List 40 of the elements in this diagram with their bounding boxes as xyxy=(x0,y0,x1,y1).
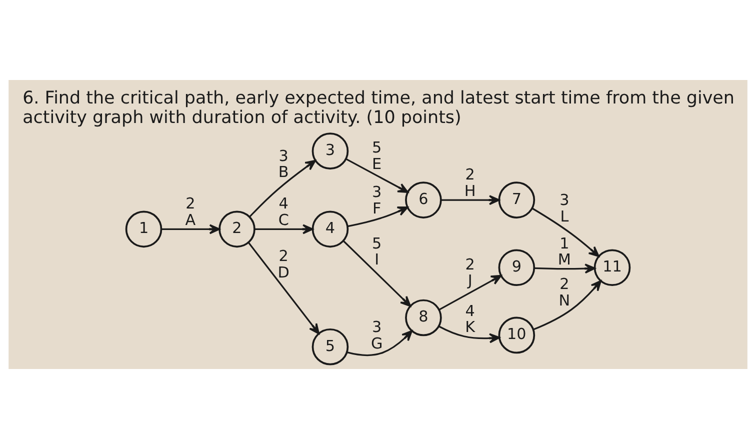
diagram-title: 6. Find the critical path, early expected time, and latest start time from the given activity graph with duration of activity. (10 points) xyxy=(22,88,735,128)
edge-label: 2 A xyxy=(185,194,196,228)
arrow xyxy=(532,207,600,256)
arrow xyxy=(343,240,412,306)
node-circle: 5 xyxy=(312,328,349,365)
arrow xyxy=(438,325,500,343)
edge-label: 1 M xyxy=(558,234,571,268)
edge-label: 4 C xyxy=(278,194,289,228)
arrow xyxy=(438,274,502,310)
arrow xyxy=(533,280,602,330)
edge-label: 2 H xyxy=(464,165,476,200)
node-circle: 1 xyxy=(125,210,162,248)
arrow xyxy=(534,263,596,274)
edge-label: 3 G xyxy=(370,318,383,352)
edge-label: 3 L xyxy=(560,190,570,225)
edge-label: 3 F xyxy=(372,182,382,217)
node-circle: 6 xyxy=(405,181,442,218)
edge-label: 4 K xyxy=(465,301,476,336)
edge-label: 2 D xyxy=(278,246,290,281)
arrow xyxy=(254,224,314,234)
node-circle: 7 xyxy=(498,181,536,218)
arrow xyxy=(162,224,220,234)
arrow xyxy=(348,206,408,227)
node-circle: 8 xyxy=(405,298,442,336)
edge-label: 2 J xyxy=(465,254,475,290)
arrow xyxy=(248,242,320,334)
arrow xyxy=(441,194,500,205)
edge-label: 5 I xyxy=(372,234,382,268)
arrow xyxy=(346,158,409,192)
node-circle: 2 xyxy=(218,210,256,248)
edge-label: 3 B xyxy=(278,146,289,181)
node-circle: 11 xyxy=(594,248,631,286)
arrow xyxy=(248,159,316,217)
edge-label: 2 N xyxy=(558,274,570,309)
edge-label: 5 E xyxy=(372,138,382,173)
node-circle: 10 xyxy=(498,316,536,354)
node-circle: 9 xyxy=(498,248,536,286)
node-circle: 3 xyxy=(312,132,349,169)
arrow xyxy=(346,330,413,356)
node-circle: 4 xyxy=(312,210,349,248)
